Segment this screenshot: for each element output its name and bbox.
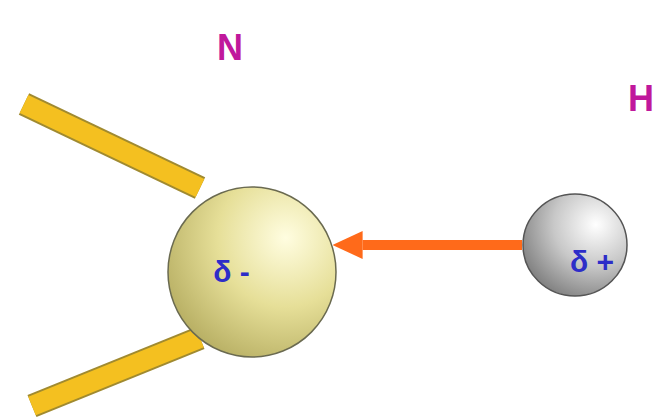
atom-sphere [167,186,337,358]
bond-outline [24,104,200,188]
bond-stick [24,104,200,188]
atom-sphere [522,193,628,297]
partial-charge: δ + [570,247,614,277]
nitrogen-atom: Nδ - [167,186,337,358]
atom-symbol: H [628,81,654,117]
bond-outline [32,338,200,406]
hydrogen-atom: Hδ + [522,193,628,297]
polarity-arrow [363,240,522,250]
bond-stick [32,338,200,406]
atom-symbol: N [217,30,243,66]
atom-outline [523,194,627,296]
atom-outline [168,187,336,357]
partial-charge: δ - [213,257,250,287]
